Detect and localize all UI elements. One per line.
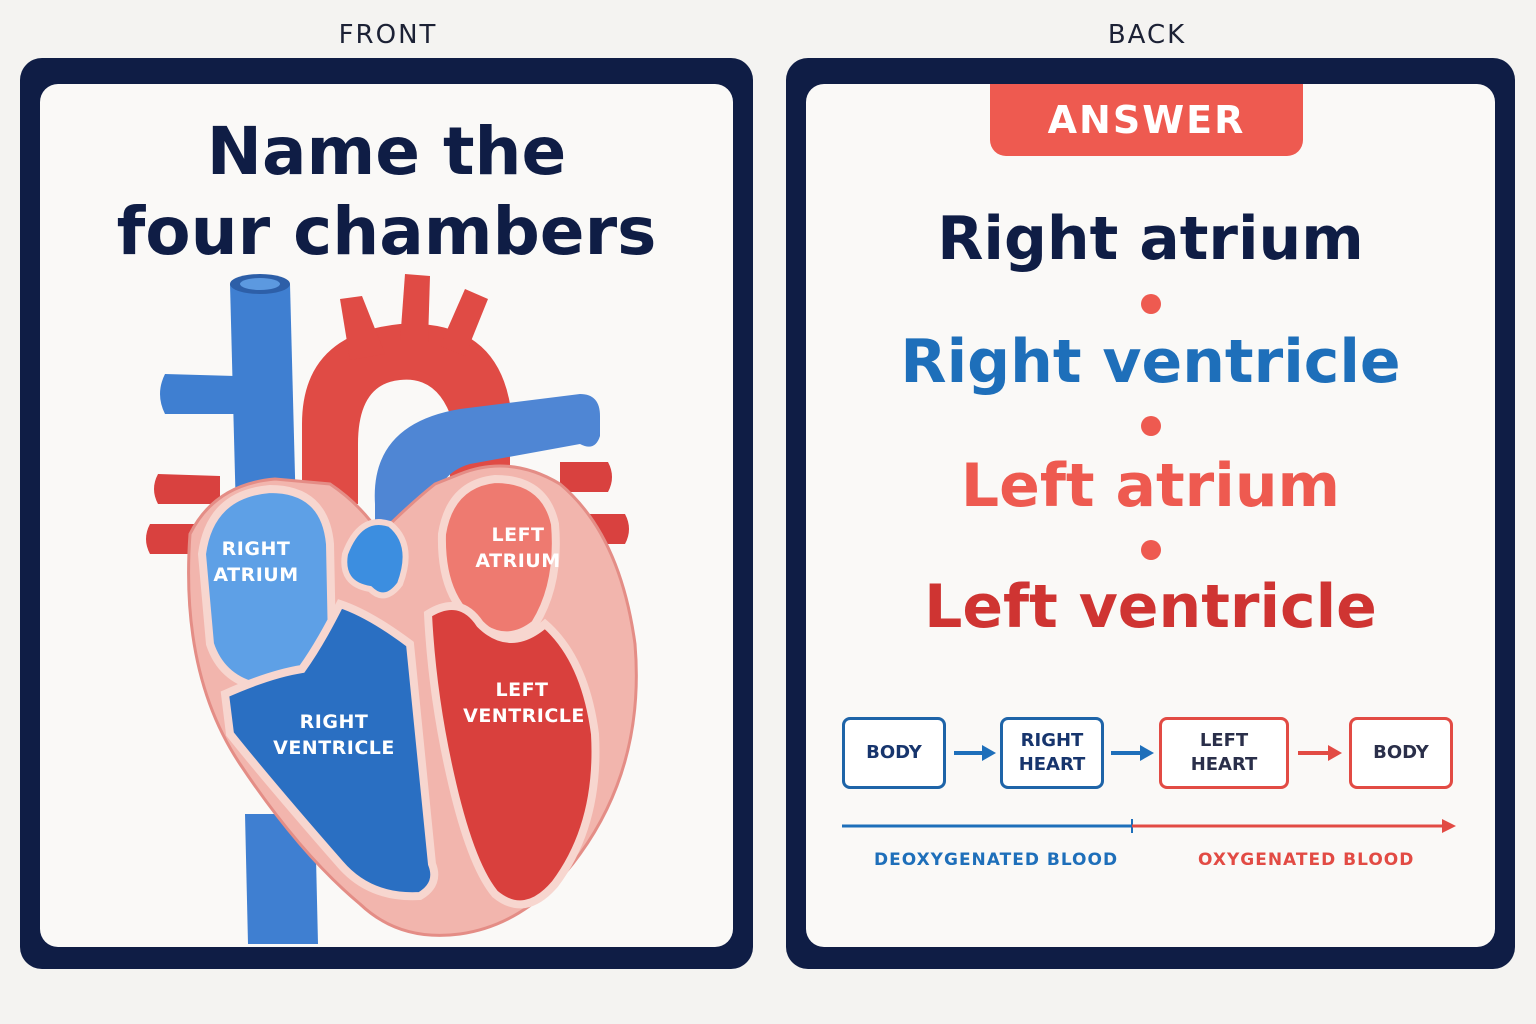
right-ventricle [220,599,439,901]
aortic-branch-3 [440,289,488,356]
question-title: Name the four chambers [40,112,733,272]
answer-right-atrium: Right atrium [937,204,1364,274]
flow-box-body-end: BODY [1349,717,1453,789]
label-right-ventricle-1: RIGHT [300,711,369,733]
flow-box-body-end-text: BODY [1373,742,1429,763]
question-title-line-1: Name the [206,113,567,190]
pulmonary-valve [341,519,409,599]
answer-left-ventricle: Left ventricle [924,572,1377,642]
label-right-atrium-2: ATRIUM [213,564,298,586]
arrow-right-icon-1 [954,745,996,761]
flow-arrows [842,745,1456,833]
right-heart-line-2: HEART [1018,754,1086,775]
back-card[interactable]: ANSWER Right atrium Right ventricle Left… [786,58,1515,969]
label-right-atrium-1: RIGHT [222,538,291,560]
label-left-ventricle-1: LEFT [495,679,548,701]
flow-box-left-heart: LEFT HEART [1159,717,1289,789]
pulmonary-vein-right-1 [560,462,612,492]
back-card-face: ANSWER Right atrium Right ventricle Left… [806,84,1495,947]
question-title-line-2: four chambers [116,193,657,270]
superior-vena-cava [230,284,296,514]
left-ventricle [423,602,600,909]
label-left-atrium-2: ATRIUM [475,550,560,572]
legend-deoxygenated: DEOXYGENATED BLOOD [874,850,1119,870]
answer-badge: ANSWER [990,84,1303,156]
flow-box-right-heart-text: RIGHT HEART [1019,729,1086,777]
separator-dot-3 [1140,540,1161,560]
right-heart-line-1: RIGHT [1020,730,1084,751]
separator-dot-2 [1140,416,1161,436]
answer-right-ventricle: Right ventricle [900,327,1401,397]
arrow-right-icon-2 [1111,745,1154,761]
aortic-branch-2 [400,274,430,342]
front-card[interactable]: Name the four chambers [20,58,753,969]
back-label: BACK [1107,20,1187,50]
legend-oxygenated: OXYGENATED BLOOD [1198,850,1415,870]
label-right-ventricle-2: VENTRICLE [273,737,395,759]
front-card-face: Name the four chambers [40,84,733,947]
pulmonary-vein-left-1 [154,474,220,504]
flow-box-left-heart-text: LEFT HEART [1191,729,1258,777]
inferior-vena-cava [245,814,318,944]
flow-box-right-heart: RIGHT HEART [1000,717,1104,789]
label-left-atrium-1: LEFT [491,524,544,546]
front-label: FRONT [338,20,438,50]
answer-left-atrium: Left atrium [960,451,1341,521]
legend-arrow-icon [1442,819,1456,833]
arrow-right-icon-3 [1298,745,1342,761]
heart-anatomy-icon: RIGHT ATRIUM LEFT ATRIUM RIGHT VENTRICLE… [146,274,638,944]
flow-box-body-start-text: BODY [866,742,922,763]
left-heart-line-2: HEART [1190,754,1258,775]
flow-box-body-start: BODY [842,717,946,789]
separator-dot-1 [1140,294,1161,314]
label-left-ventricle-2: VENTRICLE [463,705,585,727]
vena-cava-branch [160,374,235,414]
left-heart-line-1: LEFT [1199,730,1249,751]
aortic-branch-1 [340,296,385,360]
